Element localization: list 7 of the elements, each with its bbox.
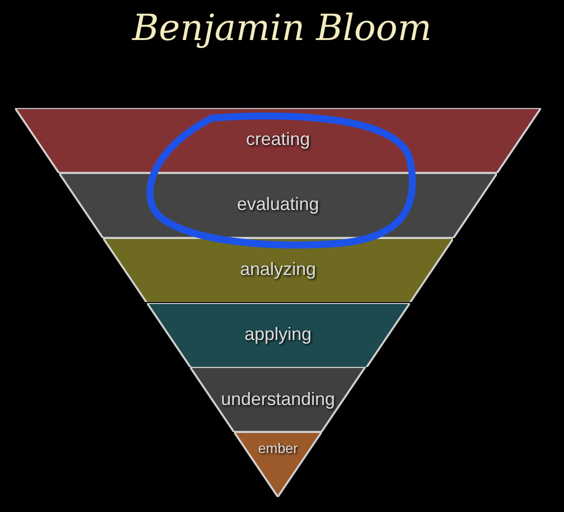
handwritten-title: Benjamin Bloom xyxy=(130,8,433,49)
level-label: creating xyxy=(244,129,312,150)
level-label: ember xyxy=(257,440,299,456)
level-label: understanding xyxy=(220,388,336,410)
level-label: analyzing xyxy=(238,259,318,280)
level-label: applying xyxy=(243,324,313,345)
level-label: evaluating xyxy=(236,194,320,216)
